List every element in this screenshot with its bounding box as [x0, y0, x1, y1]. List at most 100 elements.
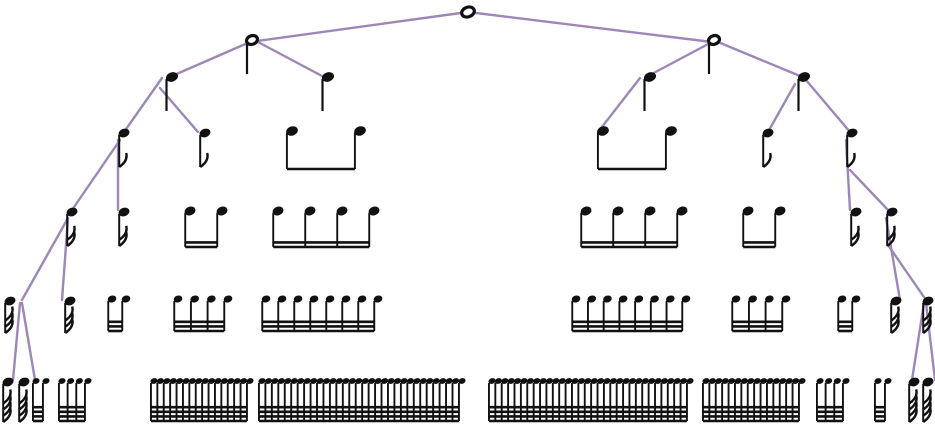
note-head: [673, 378, 681, 384]
note-flag: [18, 389, 28, 405]
note-head: [686, 378, 694, 384]
note-head: [277, 378, 285, 384]
quarter-note-icon: [643, 72, 657, 111]
note-head: [922, 296, 934, 306]
sixty-fourth-note-pair-icon: [31, 378, 50, 423]
note-head: [271, 378, 279, 384]
connector-line: [716, 40, 802, 78]
note-head: [107, 295, 117, 303]
note-head: [4, 296, 16, 306]
sixteenth-note-quad-icon: [272, 206, 380, 249]
thirty-second-note-pair-icon: [107, 295, 131, 333]
connector-line: [884, 216, 902, 302]
connector-line: [170, 40, 252, 78]
connector-line: [256, 40, 324, 78]
note-head: [373, 295, 383, 303]
thirty-second-note-icon: [922, 296, 934, 334]
note-head: [195, 378, 203, 384]
note-head: [616, 378, 624, 384]
sixteenth-note-quad-icon: [580, 206, 688, 249]
note-flag: [846, 152, 856, 168]
note-head: [747, 378, 755, 384]
note-head: [348, 378, 356, 384]
note-head: [753, 378, 761, 384]
note-head: [837, 295, 847, 303]
note-head: [797, 72, 811, 82]
connector-line: [11, 301, 22, 382]
note-flag: [890, 306, 900, 322]
note-head: [284, 378, 292, 384]
note-head: [297, 378, 305, 384]
sixteenth-note-icon: [118, 207, 130, 247]
note-head: [760, 378, 768, 384]
sixty-fourth-note-icon: [2, 377, 14, 423]
half-note-icon: [244, 33, 260, 74]
note-head: [635, 378, 643, 384]
note-head: [618, 295, 628, 303]
note-head: [765, 295, 774, 303]
note-head: [681, 295, 691, 303]
note-head: [258, 378, 266, 384]
note-head: [381, 378, 389, 384]
note-flag: [850, 225, 860, 241]
note-head: [361, 378, 369, 384]
note-head: [648, 378, 656, 384]
note-head: [772, 378, 780, 384]
note-head: [565, 378, 573, 384]
note-head: [816, 378, 824, 384]
note-head: [766, 378, 774, 384]
note-head: [335, 378, 343, 384]
note-head: [785, 378, 793, 384]
note-head: [323, 378, 331, 384]
note-head: [58, 378, 66, 384]
sixteenth-note-icon: [886, 207, 898, 247]
note-head: [494, 378, 502, 384]
note-head: [654, 378, 662, 384]
note-head: [740, 378, 748, 384]
thirty-second-note-quad-icon: [731, 295, 791, 333]
sixteenth-note-pair-icon: [184, 206, 228, 249]
note-head: [163, 378, 171, 384]
sixty-fourth-note-group-icon: [149, 378, 254, 423]
sixteenth-note-icon: [850, 207, 862, 247]
thirty-second-note-icon: [4, 296, 16, 334]
note-head: [321, 72, 335, 82]
whole-note-icon: [460, 5, 476, 19]
sixty-fourth-note-pair-icon: [873, 378, 892, 423]
sixty-fourth-note-group-icon: [257, 378, 466, 423]
note-head: [728, 378, 736, 384]
note-head: [354, 126, 366, 136]
note-head: [702, 378, 710, 384]
note-head: [118, 128, 130, 138]
note-head: [176, 378, 184, 384]
note-head: [182, 378, 190, 384]
connector-line: [596, 76, 642, 134]
eighth-note-icon: [762, 128, 774, 168]
note-head: [272, 206, 284, 216]
thirty-second-note-octet-icon: [571, 295, 691, 333]
quarter-note-icon: [321, 72, 335, 111]
sixty-fourth-note-quad-icon: [57, 378, 92, 423]
connector-line: [466, 10, 714, 44]
note-head: [216, 206, 228, 216]
note-head: [908, 377, 920, 387]
note-head: [460, 5, 476, 19]
connector-line: [848, 168, 890, 212]
note-head: [18, 377, 30, 387]
note-head: [708, 378, 716, 384]
note-head: [190, 295, 199, 303]
note-head: [781, 295, 791, 303]
note-head: [650, 295, 659, 303]
note-flag: [908, 389, 918, 405]
note-head: [634, 295, 644, 303]
note-head: [387, 378, 395, 384]
note-head: [293, 295, 303, 303]
note-head: [393, 378, 401, 384]
note-head: [84, 378, 92, 384]
note-head: [526, 378, 534, 384]
eighth-note-icon: [199, 128, 211, 168]
note-head: [201, 378, 209, 384]
sixteenth-note-icon: [66, 207, 78, 247]
note-head: [227, 378, 235, 384]
quarter-note-icon: [165, 72, 179, 111]
